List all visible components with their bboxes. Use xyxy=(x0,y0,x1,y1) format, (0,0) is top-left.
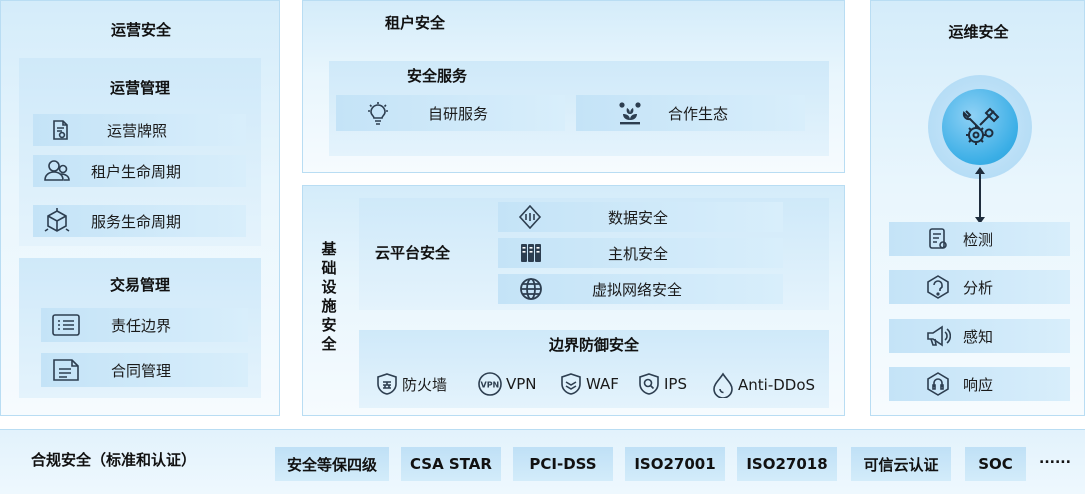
boundary-item-vpn[interactable]: VPN VPN xyxy=(477,372,537,396)
ops-mgmt-box: 运营管理 运营牌照 租户生命周期 服务生命周期 xyxy=(19,58,261,246)
boundary-item-anti-ddos[interactable]: Anti-DDoS xyxy=(711,372,815,398)
ops-item-tenant-lifecycle[interactable]: 租户生命周期 xyxy=(33,155,246,187)
cube-icon xyxy=(43,207,71,235)
infra-security-panel: 基础设施安全 云平台安全 数据安全 主机安全 xyxy=(302,185,845,416)
ops-mgmt-title: 运营管理 xyxy=(109,79,170,97)
server-icon xyxy=(519,241,543,265)
cert-trusted-cloud: 可信云认证 xyxy=(851,447,951,481)
ops-security-title: 运营安全 xyxy=(110,21,171,39)
detect-label: 检测 xyxy=(963,230,994,249)
ops-item-license[interactable]: 运营牌照 xyxy=(33,114,246,146)
boundary-defense-box: 边界防御安全 防火墙 VPN VPN WAF xyxy=(359,330,829,408)
vpn-icon: VPN xyxy=(477,372,503,396)
cert-pci-dss: PCI-DSS xyxy=(513,447,613,481)
devops-item-perception[interactable]: 感知 xyxy=(889,319,1070,353)
trade-item-contract[interactable]: 合同管理 xyxy=(41,353,248,387)
response-label: 响应 xyxy=(963,375,994,394)
ips-shield-icon xyxy=(637,372,661,396)
service-item-self-developed[interactable]: 自研服务 xyxy=(336,95,565,131)
boundary-item-waf[interactable]: WAF xyxy=(559,372,619,396)
hub-connector-arrow-top xyxy=(975,167,985,174)
hub-connector-arrow-bottom xyxy=(975,217,985,224)
trade-mgmt-title: 交易管理 xyxy=(109,276,170,294)
ops-item-tenant-lifecycle-label: 租户生命周期 xyxy=(91,162,182,181)
waf-shield-icon xyxy=(559,372,583,396)
ips-label: IPS xyxy=(664,375,687,393)
firewall-label: 防火墙 xyxy=(402,375,448,394)
boundary-item-ips[interactable]: IPS xyxy=(637,372,687,396)
infra-security-title: 基础设施安全 xyxy=(321,240,337,353)
vnet-security-label: 虚拟网络安全 xyxy=(592,280,683,299)
devops-security-panel: 运维安全 检测 xyxy=(870,0,1085,416)
firewall-shield-icon xyxy=(375,372,399,396)
devops-item-detect[interactable]: 检测 xyxy=(889,222,1070,256)
devops-item-response[interactable]: 响应 xyxy=(889,367,1070,401)
ops-item-service-lifecycle-label: 服务生命周期 xyxy=(91,212,182,231)
cloud-platform-title: 云平台安全 xyxy=(375,244,451,262)
boundary-item-firewall[interactable]: 防火墙 xyxy=(375,372,447,396)
devops-hub xyxy=(928,75,1032,179)
service-self-developed-label: 自研服务 xyxy=(428,104,489,123)
perception-label: 感知 xyxy=(963,327,994,346)
ops-security-panel: 运营安全 运营管理 运营牌照 租户生命周期 xyxy=(0,0,280,416)
cert-iso27001: ISO27001 xyxy=(625,447,725,481)
document-icon xyxy=(51,357,81,383)
detect-icon xyxy=(927,227,949,251)
cloud-item-vnet-security[interactable]: 虚拟网络安全 xyxy=(498,274,783,304)
data-shield-icon xyxy=(518,205,542,229)
trade-item-responsibility-label: 责任边界 xyxy=(111,316,172,335)
ops-item-service-lifecycle[interactable]: 服务生命周期 xyxy=(33,205,246,237)
security-services-box: 安全服务 自研服务 合作生态 xyxy=(329,61,829,156)
trade-mgmt-box: 交易管理 责任边界 合同管理 xyxy=(19,258,261,398)
cloud-item-host-security[interactable]: 主机安全 xyxy=(498,238,783,268)
ops-item-license-label: 运营牌照 xyxy=(107,121,168,140)
hub-connector-arrow xyxy=(979,169,981,221)
trade-item-responsibility[interactable]: 责任边界 xyxy=(41,308,248,342)
anti-ddos-label: Anti-DDoS xyxy=(738,376,816,394)
service-ecosystem-label: 合作生态 xyxy=(668,104,729,123)
tenant-security-title: 租户安全 xyxy=(385,14,446,32)
cert-level4: 安全等保四级 xyxy=(275,447,389,481)
cert-csa-star: CSA STAR xyxy=(401,447,501,481)
trade-item-contract-label: 合同管理 xyxy=(111,361,172,380)
tenant-security-panel: 租户安全 安全服务 自研服务 合作生态 xyxy=(302,0,845,173)
globe-icon xyxy=(519,277,543,301)
compliance-title: 合规安全（标准和认证） xyxy=(31,451,197,469)
bulb-icon xyxy=(366,101,390,125)
host-security-label: 主机安全 xyxy=(608,244,669,263)
devops-item-analysis[interactable]: 分析 xyxy=(889,270,1070,304)
boundary-defense-title: 边界防御安全 xyxy=(548,336,639,354)
svg-text:VPN: VPN xyxy=(481,381,500,390)
waf-label: WAF xyxy=(586,375,619,393)
cert-more-ellipsis: ...... xyxy=(1039,451,1071,467)
users-icon xyxy=(43,158,71,184)
analysis-label: 分析 xyxy=(963,278,994,297)
cloud-item-data-security[interactable]: 数据安全 xyxy=(498,202,783,232)
cloud-platform-box: 云平台安全 数据安全 主机安全 xyxy=(359,198,829,310)
tools-gear-icon xyxy=(958,105,1002,149)
list-icon xyxy=(51,312,81,338)
security-services-title: 安全服务 xyxy=(407,67,468,85)
analysis-icon xyxy=(925,274,951,300)
devops-security-title: 运维安全 xyxy=(948,23,1009,41)
data-security-label: 数据安全 xyxy=(608,208,669,227)
service-item-ecosystem[interactable]: 合作生态 xyxy=(576,95,805,131)
ecosystem-icon xyxy=(616,100,644,126)
megaphone-icon xyxy=(925,324,951,348)
license-icon xyxy=(49,119,71,141)
cert-soc: SOC xyxy=(965,447,1026,481)
vpn-label: VPN xyxy=(506,375,537,393)
ddos-drop-icon xyxy=(711,372,735,398)
cert-iso27018: ISO27018 xyxy=(737,447,837,481)
response-icon xyxy=(925,371,951,397)
